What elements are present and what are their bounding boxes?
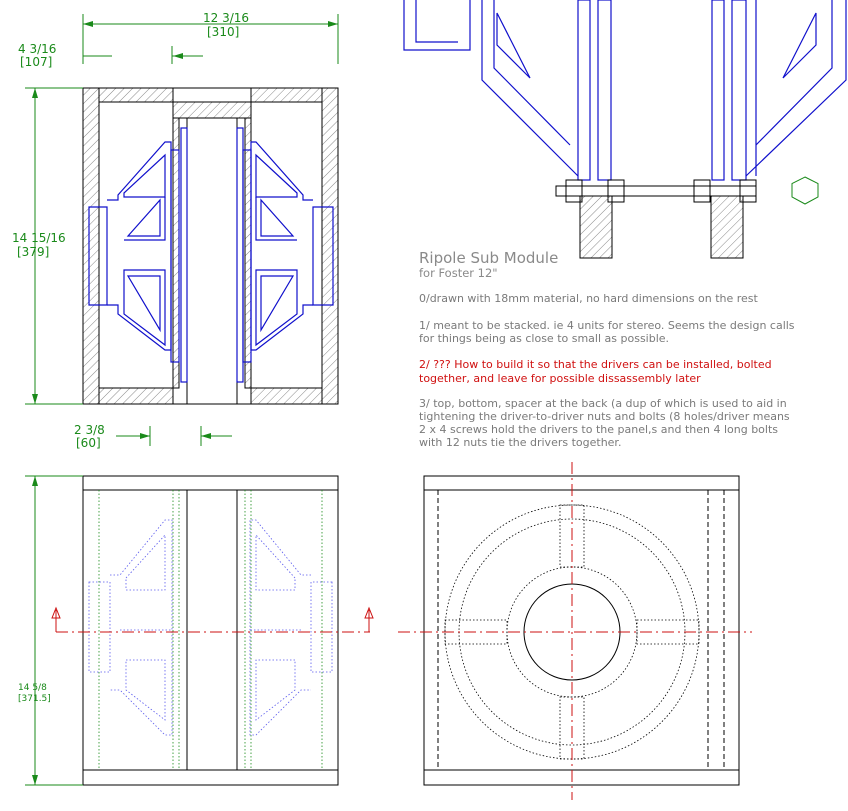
offset-metric: [107]	[20, 55, 52, 69]
height-imperial: 14 15/16	[12, 231, 66, 245]
width-imperial: 12 3/16	[203, 11, 249, 25]
drawing-subtitle: for Foster 12"	[419, 266, 498, 280]
bolt-detail-view	[403, 0, 847, 259]
note-0: 0/drawn with 18mm material, no hard dime…	[419, 292, 759, 305]
front-view	[398, 462, 752, 800]
dimension-gap: 2 3/8 [60]	[74, 423, 232, 450]
dimension-height-2: 14 5/8 [371.5]	[18, 475, 83, 786]
height2-metric: [371.5]	[18, 694, 51, 704]
section-view	[82, 87, 339, 405]
dimension-height: 14 15/16 [379]	[12, 87, 83, 405]
dimension-offset: 4 3/16 [107]	[18, 42, 203, 69]
driver-right	[236, 127, 334, 383]
drawing-title: Ripole Sub Module	[419, 249, 558, 267]
driver-left	[88, 127, 188, 383]
note-3-line-2: tightening the driver-to-driver nuts and…	[419, 410, 790, 423]
notes-block: Ripole Sub Module for Foster 12" 0/drawn…	[419, 249, 795, 449]
offset-imperial: 4 3/16	[18, 42, 56, 56]
height2-imperial: 14 5/8	[18, 683, 47, 693]
note-3-line-3: 2 x 4 screws hold the drivers to the pan…	[419, 423, 778, 436]
gap-metric: [60]	[76, 436, 101, 450]
note-3-line-1: 3/ top, bottom, spacer at the back (a du…	[419, 397, 787, 410]
note-1-line-2: for things being as close to small as po…	[419, 332, 669, 345]
hex-nut-icon	[791, 176, 819, 205]
note-2-line-1: 2/ ??? How to build it so that the drive…	[419, 358, 772, 371]
note-1-line-1: 1/ meant to be stacked. ie 4 units for s…	[419, 319, 795, 332]
note-3-line-4: with 12 nuts tie the drivers together.	[419, 436, 621, 449]
height-metric: [379]	[17, 245, 49, 259]
side-view	[51, 475, 374, 786]
note-2-line-2: together, and leave for possible dissass…	[419, 372, 701, 385]
width-metric: [310]	[207, 25, 239, 39]
dimension-width: 12 3/16 [310]	[82, 11, 339, 64]
gap-imperial: 2 3/8	[74, 423, 105, 437]
